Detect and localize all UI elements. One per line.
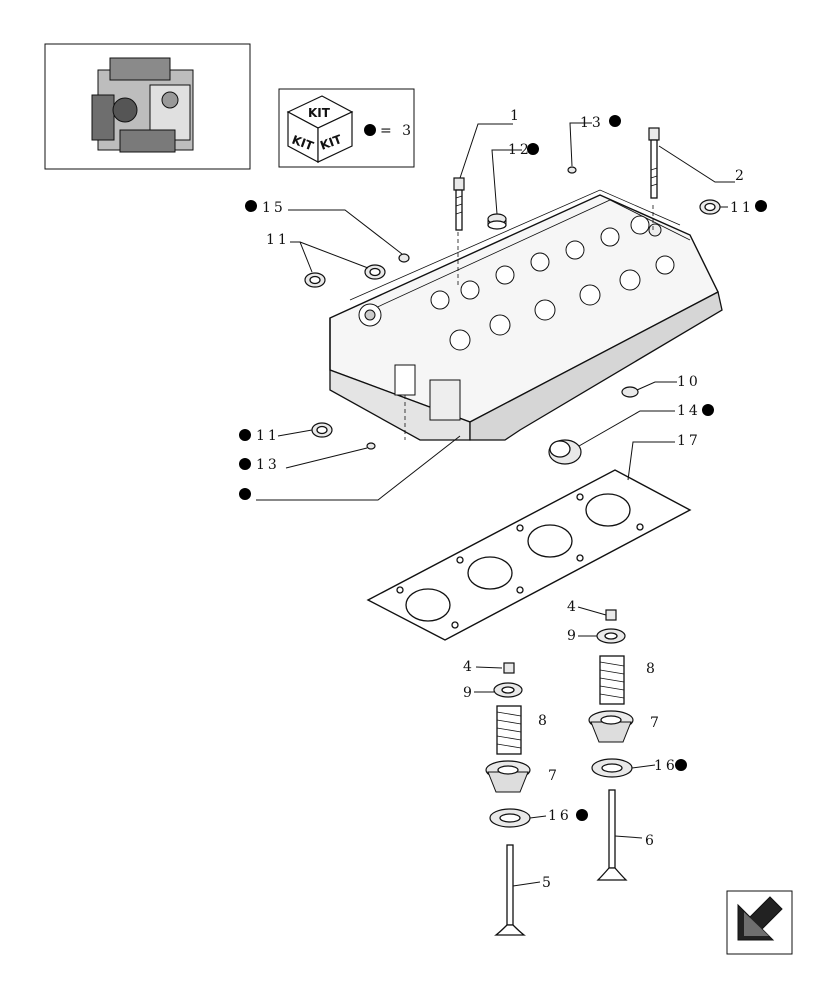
head-bolt-2[interactable]	[648, 127, 660, 199]
kit-dot-15	[245, 200, 257, 212]
plug-14[interactable]	[548, 439, 582, 465]
kit-dot-13-top	[609, 115, 621, 127]
callout-10: 10	[677, 374, 701, 390]
kit-marker-dot	[364, 124, 376, 136]
seal-11-left-a[interactable]	[304, 272, 326, 288]
kit-dot-12	[527, 143, 539, 155]
seal-11-bottom[interactable]	[311, 422, 333, 438]
callout-labels: 1 2 12 13 11 15 11 11 13 10 14 17 4 9 8 …	[239, 108, 767, 891]
callout-16a: 16	[548, 808, 572, 824]
kit-dot-head	[239, 488, 251, 500]
valve-6[interactable]	[596, 789, 628, 881]
seat-7b[interactable]	[588, 710, 634, 743]
seat-7a[interactable]	[485, 760, 531, 793]
valve-5[interactable]	[494, 844, 526, 936]
engine-thumbnail[interactable]	[44, 43, 251, 170]
kit-box-icon: KIT KIT KIT	[286, 95, 354, 163]
kit-dot-11-top	[755, 200, 767, 212]
navigation-arrow-button[interactable]	[726, 890, 793, 955]
seal-16b[interactable]	[591, 758, 633, 778]
leader-lines	[256, 122, 735, 887]
callout-12: 12	[508, 142, 532, 158]
engine-thumbnail-icon	[91, 57, 194, 153]
callout-2: 2	[735, 168, 747, 184]
head-gasket-17[interactable]	[366, 469, 692, 641]
dowel-13-top[interactable]	[567, 166, 577, 174]
callout-4a: 4	[463, 659, 475, 675]
callout-15: 15	[262, 200, 286, 216]
kit-dot-11-bottom	[239, 429, 251, 441]
collet-4b[interactable]	[605, 609, 617, 621]
oring-15[interactable]	[398, 253, 410, 263]
valve-train-right[interactable]	[588, 609, 634, 881]
callout-16b: 16	[654, 758, 678, 774]
callout-11-top: 11	[730, 200, 754, 216]
callout-13-bottom: 13	[256, 457, 280, 473]
callout-9b: 9	[567, 628, 579, 644]
callout-9a: 9	[463, 685, 475, 701]
callout-13-top: 13	[580, 115, 604, 131]
callout-8a: 8	[538, 713, 550, 729]
callout-14: 14	[677, 403, 701, 419]
callout-8b: 8	[646, 661, 658, 677]
kit-dot-13-bottom	[239, 458, 251, 470]
head-bolt-1[interactable]	[453, 177, 465, 231]
head-ports	[358, 215, 675, 351]
plug-10[interactable]	[621, 386, 639, 398]
valve-train-left[interactable]	[485, 662, 531, 936]
seal-11-right[interactable]	[699, 199, 721, 215]
kit-equals-text: = 3	[380, 123, 414, 139]
kit-dot-14	[702, 404, 714, 416]
collet-4a[interactable]	[503, 662, 515, 674]
kit-dot-16a	[576, 809, 588, 821]
seal-16a[interactable]	[489, 808, 531, 828]
callout-7a: 7	[548, 768, 560, 784]
spring-8b[interactable]	[599, 655, 625, 705]
dowel-13-bottom[interactable]	[366, 442, 376, 450]
callout-6: 6	[645, 833, 657, 849]
callout-4b: 4	[567, 599, 579, 615]
navigation-arrow-icon	[737, 896, 783, 941]
kit-word-top: KIT	[308, 106, 331, 120]
plug-12[interactable]	[487, 213, 507, 230]
kit-dot-16b	[675, 759, 687, 771]
callout-5: 5	[542, 875, 554, 891]
callout-7b: 7	[650, 715, 662, 731]
callout-11-left: 11	[266, 232, 290, 248]
seal-11-left-b[interactable]	[364, 264, 386, 280]
spring-8a[interactable]	[496, 705, 522, 755]
callout-1: 1	[510, 108, 522, 124]
callout-17: 17	[677, 433, 701, 449]
cylinder-head[interactable]	[329, 189, 723, 441]
callout-11-bottom: 11	[256, 428, 280, 444]
kit-legend: KIT KIT KIT = 3	[278, 88, 415, 168]
